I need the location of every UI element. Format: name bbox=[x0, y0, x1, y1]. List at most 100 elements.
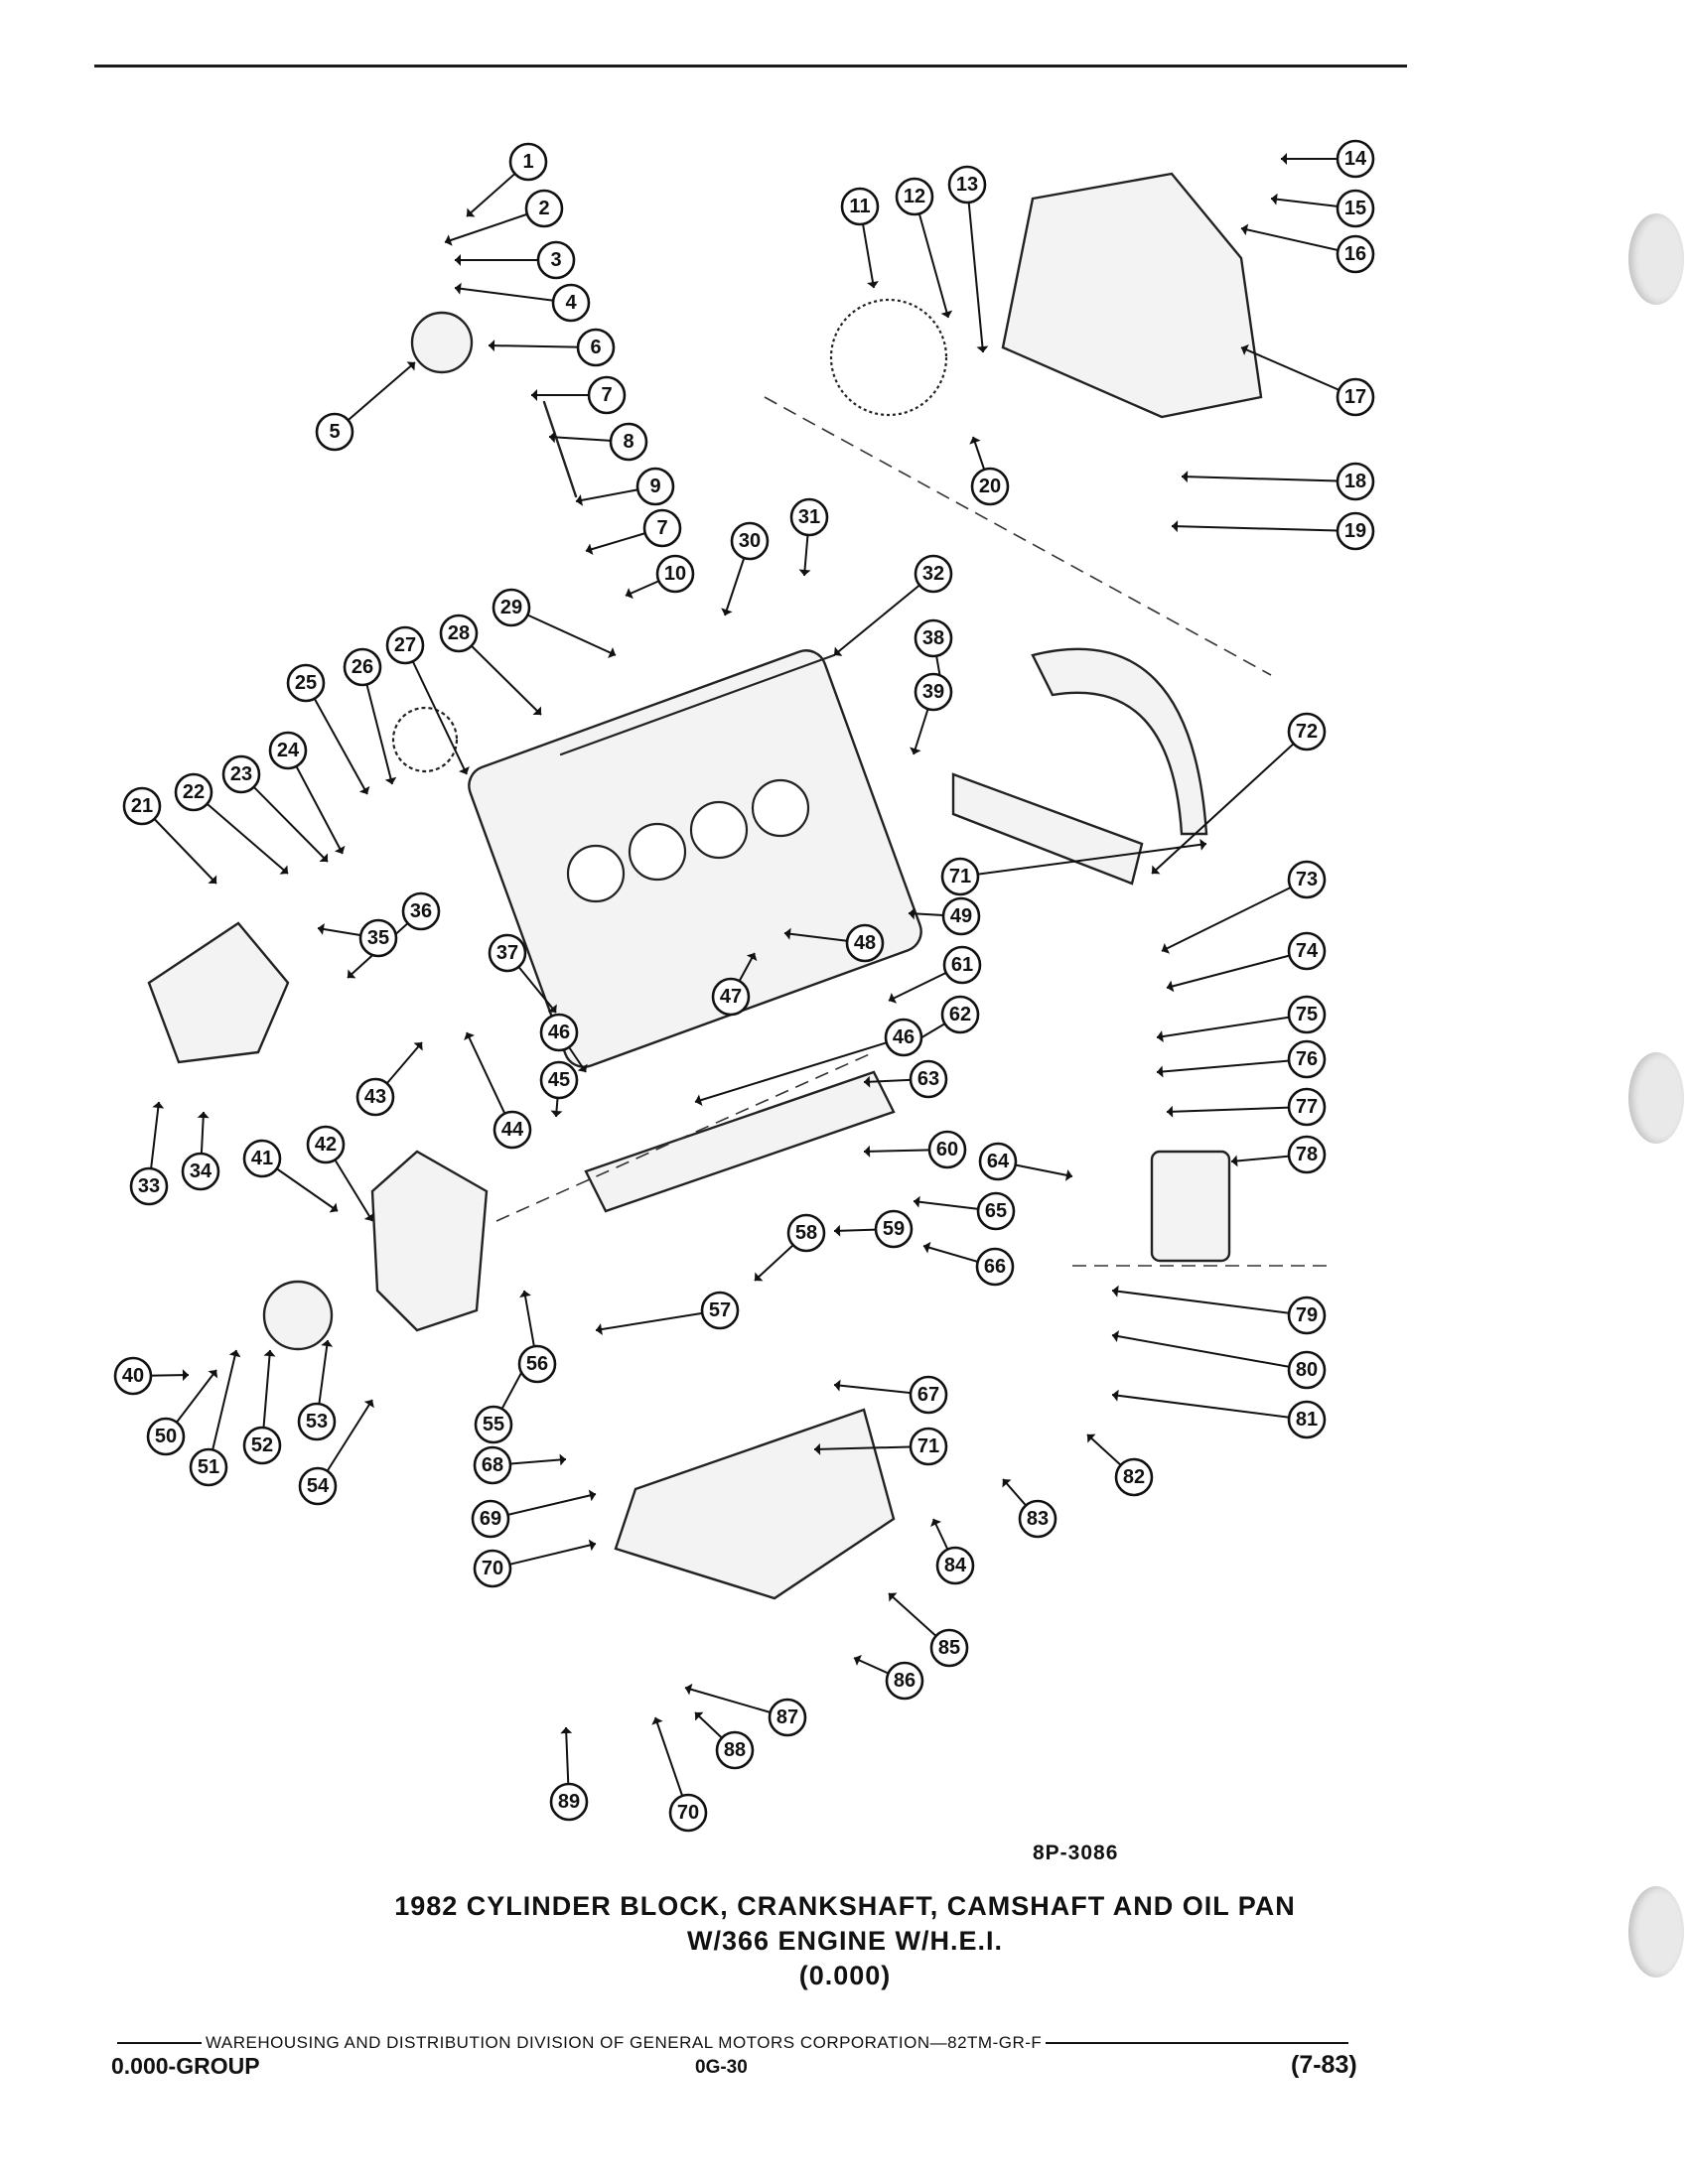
cylinder-block-shape bbox=[468, 649, 922, 1068]
callout-circle bbox=[493, 1110, 532, 1150]
callout-number: 28 bbox=[448, 622, 470, 644]
leader-arrowhead bbox=[519, 1291, 531, 1297]
leader-line bbox=[914, 196, 949, 319]
part-callout-53: 53 bbox=[297, 1402, 337, 1441]
callout-number: 46 bbox=[893, 1026, 915, 1048]
callout-number: 15 bbox=[1344, 198, 1366, 219]
callout-number: 13 bbox=[956, 174, 978, 196]
figure-title-line-1: 1982 CYLINDER BLOCK, CRANKSHAFT, CAMSHAF… bbox=[394, 1891, 1296, 1921]
callout-number: 71 bbox=[949, 866, 971, 887]
callout-number: 12 bbox=[904, 186, 925, 207]
callout-circle bbox=[1287, 1350, 1327, 1390]
part-callout-18: 18 bbox=[1336, 462, 1375, 501]
binder-hole-bottom bbox=[1628, 1886, 1684, 1978]
page-number: 0G-30 bbox=[695, 2057, 748, 2078]
callout-circle bbox=[1114, 1457, 1154, 1497]
header-rule bbox=[94, 65, 1407, 68]
part-callout-71: 71 bbox=[909, 1427, 948, 1466]
callout-number: 29 bbox=[500, 597, 522, 618]
leader-arrowhead bbox=[182, 1369, 189, 1382]
part-callout-52: 52 bbox=[242, 1426, 282, 1465]
callout-number: 84 bbox=[944, 1555, 967, 1576]
part-callout-66: 66 bbox=[975, 1247, 1015, 1287]
part-callout-30: 30 bbox=[730, 521, 770, 561]
callout-circle bbox=[1018, 1499, 1057, 1539]
leader-arrowhead bbox=[853, 1654, 862, 1666]
callout-number: 52 bbox=[251, 1434, 273, 1456]
part-callout-67: 67 bbox=[909, 1375, 948, 1415]
leader-arrowhead bbox=[910, 747, 921, 754]
callout-circle bbox=[306, 1125, 346, 1164]
leader-arrowhead bbox=[784, 927, 791, 940]
leader-line bbox=[240, 773, 329, 863]
leader-arrowhead bbox=[318, 923, 325, 935]
part-callout-71: 71 bbox=[940, 857, 980, 896]
part-callout-39: 39 bbox=[914, 672, 953, 712]
figure-title-line-3: (0.000) bbox=[798, 1961, 892, 1990]
leader-arrowhead bbox=[695, 1094, 703, 1106]
callout-circle bbox=[401, 891, 441, 931]
callout-number: 74 bbox=[1296, 940, 1319, 962]
leader-line bbox=[595, 1309, 721, 1331]
leader-arrowhead bbox=[547, 1004, 557, 1013]
callout-number: 75 bbox=[1296, 1004, 1318, 1025]
callout-circle bbox=[914, 554, 953, 594]
timing-cover-shape bbox=[370, 1150, 489, 1332]
leader-line bbox=[305, 682, 368, 795]
callout-number: 42 bbox=[315, 1134, 337, 1156]
callout-number: 18 bbox=[1344, 471, 1366, 492]
callout-circle bbox=[655, 554, 695, 594]
callout-number: 55 bbox=[483, 1414, 504, 1435]
callout-number: 14 bbox=[1344, 148, 1367, 170]
leader-lines bbox=[132, 153, 1356, 1814]
leader-arrowhead bbox=[228, 1350, 241, 1358]
leader-arrowhead bbox=[834, 1224, 841, 1237]
callout-circle bbox=[909, 1375, 948, 1415]
leader-arrowhead bbox=[348, 969, 356, 979]
leader-arrowhead bbox=[334, 845, 346, 854]
callout-circle bbox=[609, 422, 648, 462]
leader-line bbox=[458, 632, 542, 716]
leader-arrowhead bbox=[1157, 1065, 1164, 1078]
footer-rule-left bbox=[117, 2042, 202, 2044]
leader-arrowhead bbox=[1157, 1030, 1164, 1043]
part-callout-73: 73 bbox=[1287, 860, 1327, 899]
callout-number: 61 bbox=[951, 954, 973, 976]
leader-arrowhead bbox=[864, 1145, 871, 1158]
leader-arrowhead bbox=[976, 345, 989, 352]
part-callout-57: 57 bbox=[700, 1291, 740, 1330]
leader-line bbox=[1240, 227, 1356, 255]
part-callout-55: 55 bbox=[474, 1405, 513, 1444]
callout-number: 70 bbox=[482, 1558, 503, 1579]
part-callout-63: 63 bbox=[909, 1059, 948, 1099]
callout-number: 10 bbox=[664, 563, 686, 585]
leader-arrowhead bbox=[685, 1683, 693, 1696]
oil-filter-shape bbox=[1150, 1150, 1231, 1263]
part-callout-72: 72 bbox=[1287, 712, 1327, 751]
leader-arrowhead bbox=[1241, 223, 1249, 236]
part-callout-83: 83 bbox=[1018, 1499, 1057, 1539]
callout-circle bbox=[786, 1213, 826, 1253]
part-callout-8: 8 bbox=[609, 422, 648, 462]
leader-arrowhead bbox=[1231, 1155, 1238, 1167]
leader-arrowhead bbox=[695, 1711, 704, 1721]
leader-arrowhead bbox=[588, 1539, 596, 1552]
footer-rule-right bbox=[1046, 2042, 1348, 2044]
callout-number: 64 bbox=[987, 1151, 1010, 1172]
callout-number: 81 bbox=[1296, 1409, 1318, 1431]
callout-circle bbox=[315, 412, 354, 452]
part-callout-9: 9 bbox=[635, 467, 675, 506]
callout-number: 83 bbox=[1027, 1508, 1049, 1530]
callout-circle bbox=[914, 618, 953, 658]
leader-arrowhead bbox=[867, 281, 879, 288]
part-callout-45: 45 bbox=[539, 1060, 579, 1100]
leader-arrowhead bbox=[464, 1032, 475, 1040]
part-callout-76: 76 bbox=[1287, 1039, 1327, 1079]
leader-arrowhead bbox=[406, 361, 415, 371]
leader-arrowhead bbox=[208, 1370, 218, 1379]
callout-circle bbox=[524, 189, 564, 228]
callout-circle bbox=[146, 1417, 186, 1456]
part-callout-68: 68 bbox=[473, 1445, 512, 1485]
binder-hole-middle bbox=[1628, 1052, 1684, 1144]
callout-number: 66 bbox=[984, 1256, 1006, 1278]
